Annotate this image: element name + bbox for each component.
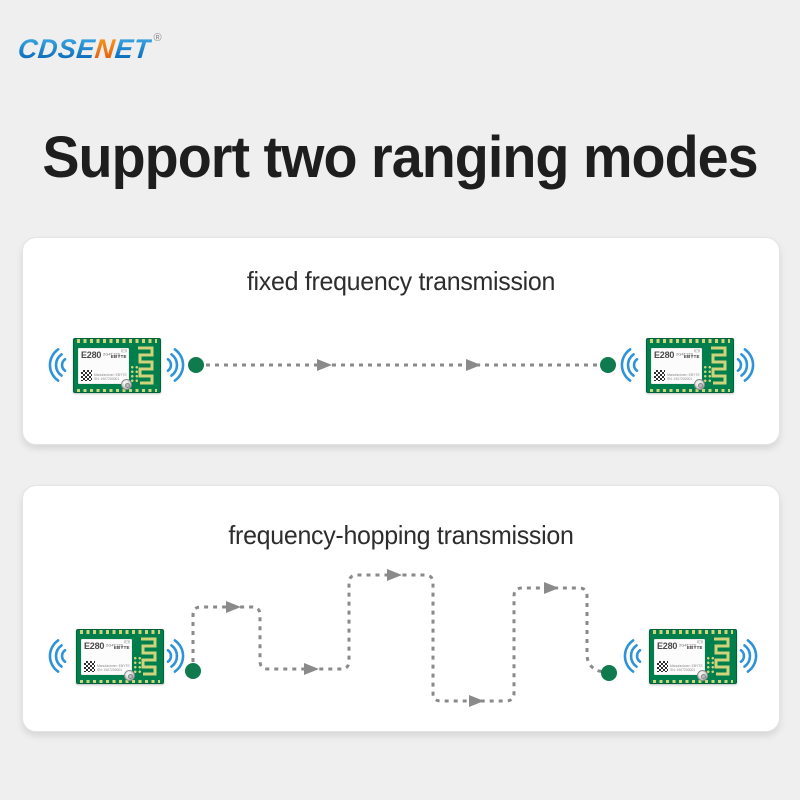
pcb-castellation-bottom: [77, 388, 157, 392]
direction-arrow-icon: [226, 601, 241, 613]
rf-module: E280 2G4T12S ((·)) EBYTE Manufacturer: E…: [73, 338, 161, 393]
rf-module: E280 2G4T12S ((·)) EBYTE Manufacturer: E…: [649, 629, 737, 684]
qr-code: [657, 661, 668, 672]
serial-line: SN: 1907200001: [670, 668, 696, 673]
pcb-castellation-bottom: [80, 679, 160, 683]
rf-module-pcb: E280 2G4T12S ((·)) EBYTE Manufacturer: E…: [646, 338, 734, 393]
wifi-waves-icon: [48, 348, 67, 382]
fixed-transmission-diagram: [188, 357, 616, 373]
panel-hopping-heading: frequency-hopping transmission: [228, 520, 574, 550]
wifi-waves-icon: [623, 639, 642, 673]
ipex-connector-icon: [694, 379, 705, 390]
manufacturer-line: Manufacturer: EBYTE: [97, 664, 130, 669]
manufacturer-line: Manufacturer: EBYTE: [94, 373, 127, 378]
module-fineprint: Manufacturer: EBYTE SN: 1907200001: [667, 373, 701, 382]
module-brand-text: EBYTE: [114, 645, 130, 650]
module-variant-text: 2G4T12S: [106, 643, 124, 648]
module-variant-text: 2G4T12S: [103, 352, 121, 357]
module-fineprint: Manufacturer: EBYTE SN: 1907200001: [670, 664, 704, 673]
direction-arrow-icon: [469, 695, 484, 707]
manufacturer-line: Manufacturer: EBYTE: [667, 373, 700, 378]
ipex-connector-icon: [121, 379, 132, 390]
wifi-waves-icon: [739, 639, 758, 673]
wifi-waves-icon: [166, 348, 185, 382]
module-label-sticker: E280 2G4T12S ((·)) EBYTE Manufacturer: E…: [654, 639, 705, 675]
pcb-castellation-bottom: [653, 679, 733, 683]
direction-arrow-icon: [466, 359, 481, 371]
node-dot-right: [601, 665, 617, 681]
pcb-castellation-top: [653, 630, 733, 634]
ipex-connector-icon: [697, 670, 708, 681]
brand-logo-text: CDSENET: [16, 34, 152, 65]
module-brand-text: EBYTE: [684, 354, 700, 359]
pin-holes: [706, 656, 715, 673]
direction-arrow-icon: [317, 359, 332, 371]
ipex-connector-icon: [124, 670, 135, 681]
hopping-dashed-path: [191, 573, 606, 703]
brand-logo: CDSENET ®: [16, 32, 162, 65]
direction-arrow-icon: [544, 582, 559, 594]
pcb-castellation-top: [650, 339, 730, 343]
wifi-waves-icon: [48, 639, 67, 673]
rf-module-pcb: E280 2G4T12S ((·)) EBYTE Manufacturer: E…: [649, 629, 737, 684]
module-label-sticker: E280 2G4T12S ((·)) EBYTE Manufacturer: E…: [81, 639, 132, 675]
node-dot-left: [185, 663, 201, 679]
module-fineprint: Manufacturer: EBYTE SN: 1907200001: [94, 373, 128, 382]
antenna-mark-icon: ((·)): [694, 349, 700, 353]
module-model-text: E280: [81, 350, 102, 360]
antenna-mark-icon: ((·)): [121, 349, 127, 353]
serial-line: SN: 1907200001: [94, 377, 120, 382]
rf-module: E280 2G4T12S ((·)) EBYTE Manufacturer: E…: [646, 338, 734, 393]
pcb-castellation-bottom: [650, 388, 730, 392]
module-model-text: E280: [84, 641, 105, 651]
pcb-castellation-top: [77, 339, 157, 343]
wifi-waves-icon: [620, 348, 639, 382]
qr-code: [84, 661, 95, 672]
antenna-mark-icon: ((·)): [697, 640, 703, 644]
node-dot-left: [188, 357, 204, 373]
page-title: Support two ranging modes: [42, 125, 758, 190]
pin-holes: [130, 365, 139, 382]
serial-line: SN: 1907200001: [97, 668, 123, 673]
registered-trademark-icon: ®: [153, 32, 162, 44]
wifi-waves-icon: [736, 348, 755, 382]
panel-fixed-heading: fixed frequency transmission: [246, 266, 556, 296]
serial-line: SN: 1907200001: [667, 377, 693, 382]
direction-arrow-icon: [304, 663, 319, 675]
logo-part1: CDSE: [16, 34, 97, 64]
pin-holes: [703, 365, 712, 382]
panel-fixed-frequency: fixed frequency transmission: [22, 237, 780, 445]
rf-module: E280 2G4T12S ((·)) EBYTE Manufacturer: E…: [76, 629, 164, 684]
antenna-trace-icon: [711, 346, 727, 385]
module-label-sticker: E280 2G4T12S ((·)) EBYTE Manufacturer: E…: [651, 348, 702, 384]
logo-part2: ET: [113, 34, 153, 64]
pin-holes: [133, 656, 142, 673]
panel-frequency-hopping: frequency-hopping transmission: [22, 485, 780, 732]
direction-arrow-icon: [387, 569, 402, 581]
antenna-trace-icon: [141, 637, 157, 676]
module-variant-text: 2G4T12S: [679, 643, 697, 648]
module-brand-text: EBYTE: [687, 645, 703, 650]
module-model-text: E280: [654, 350, 675, 360]
rf-module-pcb: E280 2G4T12S ((·)) EBYTE Manufacturer: E…: [73, 338, 161, 393]
rf-module-pcb: E280 2G4T12S ((·)) EBYTE Manufacturer: E…: [76, 629, 164, 684]
antenna-trace-icon: [714, 637, 730, 676]
module-variant-text: 2G4T12S: [676, 352, 694, 357]
node-dot-right: [600, 357, 616, 373]
wifi-waves-icon: [166, 639, 185, 673]
hopping-transmission-diagram: [185, 569, 617, 707]
qr-code: [654, 370, 665, 381]
module-model-text: E280: [657, 641, 678, 651]
antenna-mark-icon: ((·)): [124, 640, 130, 644]
antenna-trace-icon: [138, 346, 154, 385]
qr-code: [81, 370, 92, 381]
module-fineprint: Manufacturer: EBYTE SN: 1907200001: [97, 664, 131, 673]
pcb-castellation-top: [80, 630, 160, 634]
module-label-sticker: E280 2G4T12S ((·)) EBYTE Manufacturer: E…: [78, 348, 129, 384]
manufacturer-line: Manufacturer: EBYTE: [670, 664, 703, 669]
module-brand-text: EBYTE: [111, 354, 127, 359]
